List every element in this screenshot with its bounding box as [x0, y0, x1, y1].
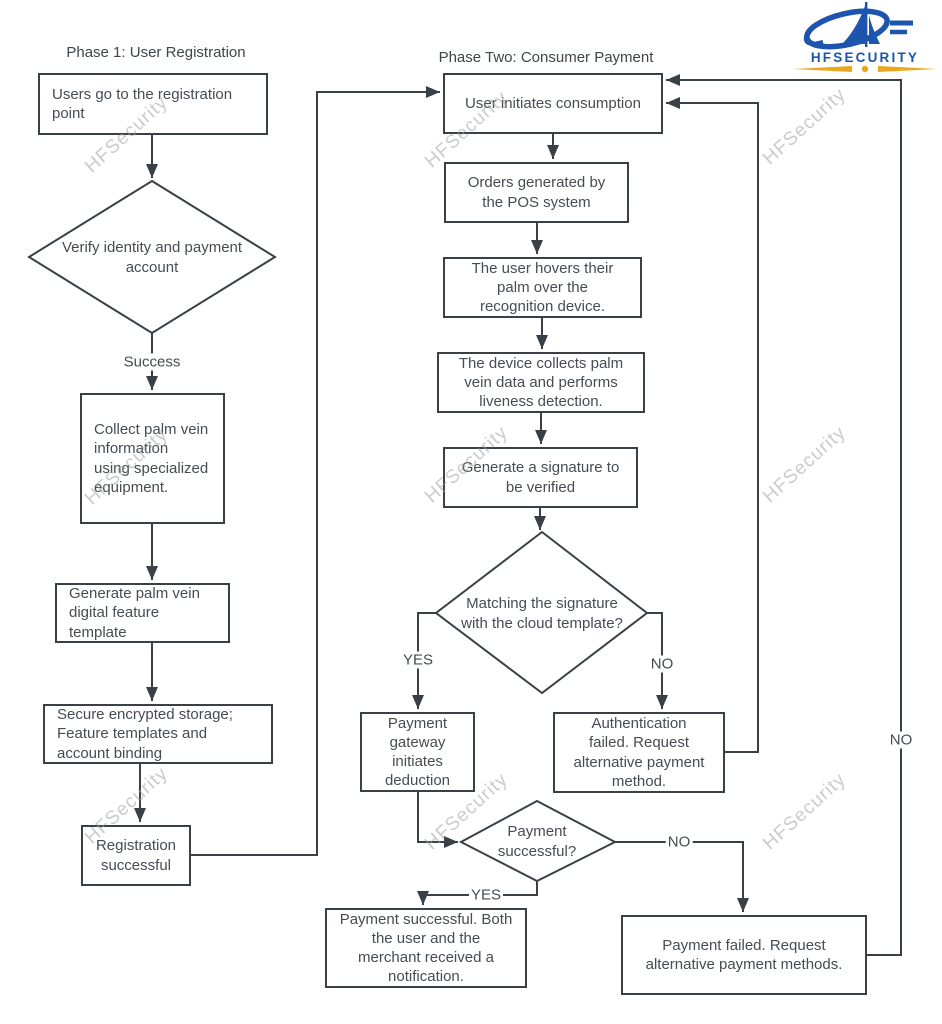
node-generate-template: Generate palm vein digital feature templ…	[55, 583, 230, 643]
connector-payfail-loop	[666, 74, 902, 956]
node-user-initiates: User initiates consumption	[443, 73, 663, 134]
label-no-match: NO	[648, 655, 676, 673]
node-hover-palm: The user hovers their palm over the reco…	[443, 257, 642, 318]
node-generate-signature: Generate a signature to be verified	[443, 447, 638, 508]
node-payment-gateway: Payment gateway initiates deduction	[360, 712, 475, 792]
connector-gateway-to-payq	[417, 792, 458, 848]
logo-brand-text: HFSECURITY	[811, 50, 919, 65]
node-device-collects: The device collects palm vein data and p…	[437, 352, 645, 413]
diamond-verify	[27, 179, 277, 335]
label-no-loop: NO	[887, 731, 915, 749]
connector-authfail-loop	[666, 97, 759, 753]
connector-matching-no	[647, 612, 668, 709]
node-payment-failed: Payment failed. Request alternative paym…	[621, 915, 867, 995]
node-matching-signature: Matching the signature with the cloud te…	[461, 595, 623, 632]
logo-gold-rule	[793, 65, 937, 73]
node-auth-failed: Authentication failed. Request alternati…	[553, 712, 725, 793]
label-yes-pay: YES	[468, 886, 504, 904]
connector-matching-yes	[412, 612, 436, 709]
node-payment-successful-question: Payment successful?	[497, 823, 577, 860]
logo-sail	[842, 2, 880, 47]
node-payment-success-notification: Payment successful. Both the user and th…	[325, 908, 527, 988]
node-secure-storage: Secure encrypted storage; Feature templa…	[43, 704, 273, 764]
label-no-pay: NO	[665, 833, 693, 851]
node-verify-identity: Verify identity and payment account	[61, 239, 243, 276]
label-yes-match: YES	[400, 651, 436, 669]
connector-registered-to-initiate	[191, 86, 440, 856]
node-registration-point: Users go to the registration point	[38, 73, 268, 135]
logo-mark	[803, 8, 913, 50]
phase2-title: Phase Two: Consumer Payment	[438, 49, 654, 66]
diamond-matching	[434, 530, 649, 695]
label-success: Success	[121, 353, 183, 371]
connector-payq-no	[615, 841, 749, 912]
node-orders-pos: Orders generated by the POS system	[444, 162, 629, 223]
phase1-title: Phase 1: User Registration	[66, 44, 246, 61]
node-collect-palm-vein: Collect palm vein information using spec…	[80, 393, 225, 524]
hfsecurity-logo: HFSECURITY	[790, 2, 940, 76]
node-registration-successful: Registration successful	[81, 825, 191, 886]
